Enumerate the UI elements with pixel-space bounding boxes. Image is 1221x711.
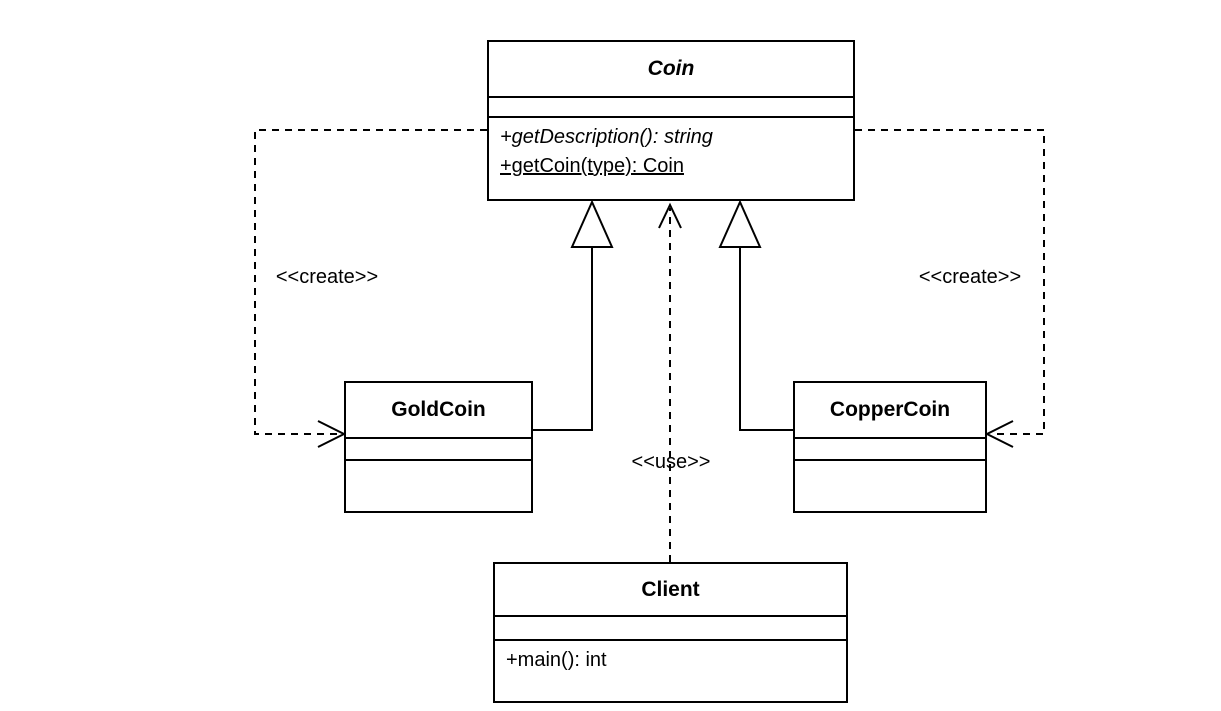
class-client-title: Client [641,577,700,601]
class-goldcoin-attributes-section [346,437,531,459]
class-coin-title: Coin [647,57,695,80]
class-goldcoin-methods-section [346,459,531,511]
class-client[interactable]: Client +main(): int [493,562,848,703]
method-main: +main(): int [506,649,607,671]
dependency-create-right-arrowhead-icon [984,420,1014,448]
create-right-label: <<create>> [918,266,1022,288]
class-client-attributes-section [495,615,846,639]
class-coin-attributes-section [489,96,853,116]
method-getcoin: +getCoin(type): Coin [500,155,684,177]
class-coin[interactable]: Coin +getDescription(): string +getCoin(… [487,40,855,201]
dependency-create-left-line [254,129,487,435]
class-coppercoin[interactable]: CopperCoin [793,381,987,513]
class-coin-methods-section: +getDescription(): string +getCoin(type)… [489,116,853,199]
class-coppercoin-attributes-section [795,437,985,459]
class-coppercoin-methods-section [795,459,985,511]
dependency-use-arrowhead-icon [658,202,682,229]
generalization-coppercoin-triangle-icon [718,199,762,248]
method-getdescription: +getDescription(): string [500,126,713,148]
class-goldcoin[interactable]: GoldCoin [344,381,533,513]
class-client-methods-section: +main(): int [495,639,846,701]
generalization-goldcoin-triangle-icon [570,199,614,248]
generalization-coppercoin-line [739,247,793,431]
create-left-label: <<create>> [275,266,379,288]
dependency-create-right-line [855,129,1045,435]
generalization-goldcoin-line [533,247,593,431]
use-label: <<use>> [631,451,711,473]
class-coppercoin-title: CopperCoin [829,398,951,421]
class-goldcoin-title: GoldCoin [391,398,486,421]
